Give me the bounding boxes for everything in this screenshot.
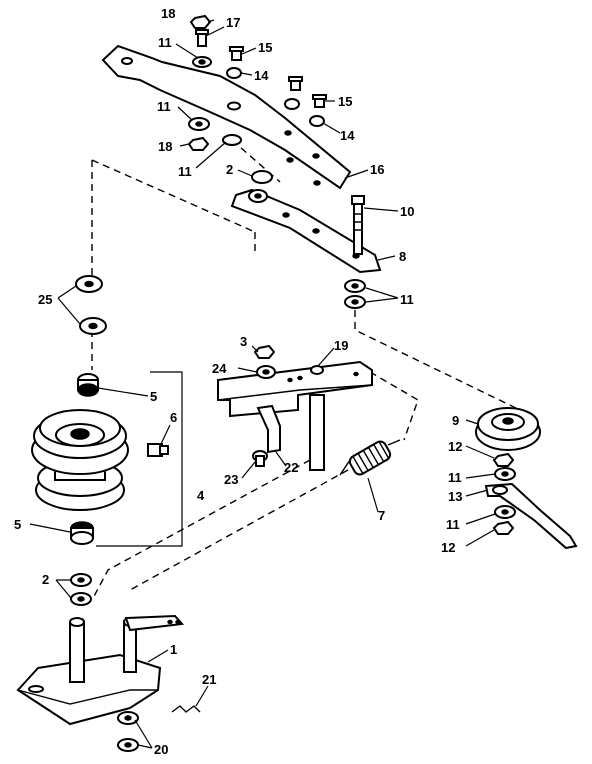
callout-22: 22 <box>284 460 298 475</box>
callout-11: 11 <box>400 292 414 307</box>
callout-18: 18 <box>158 139 172 154</box>
callout-11: 11 <box>158 35 172 50</box>
callout-15: 15 <box>338 94 352 109</box>
callout-2: 2 <box>226 162 233 177</box>
callout-11: 11 <box>446 517 460 532</box>
callout-21: 21 <box>202 672 216 687</box>
callout-15: 15 <box>258 40 272 55</box>
callout-23: 23 <box>224 472 238 487</box>
callout-20: 20 <box>154 742 168 757</box>
callout-7: 7 <box>378 508 385 523</box>
callout-3: 3 <box>240 334 247 349</box>
callout-leaders <box>29 19 496 749</box>
washer-pair-right <box>344 279 366 309</box>
idler-pulley <box>475 407 541 451</box>
idler-hardware <box>484 452 578 550</box>
shoulder-bolt <box>252 450 268 467</box>
hairpin-clip <box>171 705 201 713</box>
lower-mounting-bracket <box>230 188 382 274</box>
callout-25: 25 <box>38 292 52 307</box>
double-pulley <box>31 373 129 545</box>
callout-10: 10 <box>400 204 414 219</box>
callout-12: 12 <box>448 439 462 454</box>
callout-19: 19 <box>334 338 348 353</box>
bearing-washers <box>70 573 92 606</box>
callout-2: 2 <box>42 572 49 587</box>
washers-bottom <box>117 711 139 752</box>
callout-1: 1 <box>170 642 177 657</box>
tension-spring <box>339 439 401 476</box>
assembly-dashed-lines <box>91 139 521 601</box>
callout-11: 11 <box>157 99 171 114</box>
callout-12: 12 <box>441 540 455 555</box>
callout-8: 8 <box>399 249 406 264</box>
callout-18: 18 <box>161 6 175 21</box>
callout-5: 5 <box>150 389 157 404</box>
callout-11: 11 <box>178 164 192 179</box>
callout-17: 17 <box>226 15 240 30</box>
pivot-hardware <box>253 344 276 379</box>
callout-14: 14 <box>254 68 269 83</box>
carriage-bolt <box>351 195 365 255</box>
callout-11: 11 <box>448 470 462 485</box>
callout-14: 14 <box>340 128 355 143</box>
callout-13: 13 <box>448 489 462 504</box>
idler-arm-bracket <box>217 360 373 471</box>
part-number-labels: 18 17 11 15 14 15 11 14 18 11 2 16 10 8 … <box>14 6 462 757</box>
spacer-washers <box>75 275 107 335</box>
callout-5: 5 <box>14 517 21 532</box>
callout-4: 4 <box>197 488 205 503</box>
top-hardware <box>187 14 327 203</box>
callout-9: 9 <box>452 413 459 428</box>
grease-fitting <box>147 443 169 457</box>
assembly-bracket-line <box>96 371 183 547</box>
callout-6: 6 <box>170 410 177 425</box>
upper-mounting-bracket <box>101 44 352 190</box>
callout-24: 24 <box>212 361 227 376</box>
base-plate <box>16 614 185 726</box>
callout-16: 16 <box>370 162 384 177</box>
